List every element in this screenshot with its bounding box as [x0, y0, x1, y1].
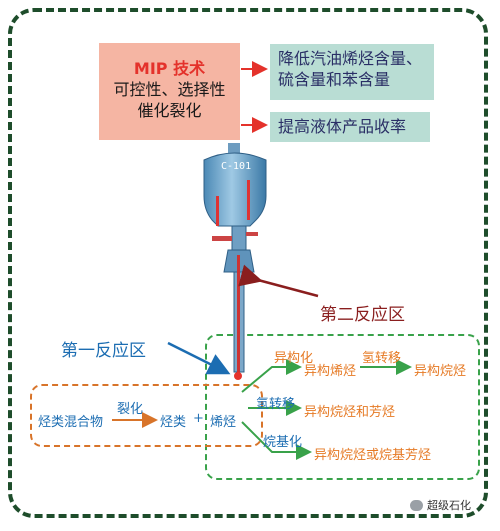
- cracking-label: 裂化: [117, 402, 144, 417]
- isomerization-label: 异构化: [274, 351, 314, 366]
- effect-reduce-text: 降低汽油烯烃含量、硫含量和苯含量: [278, 49, 423, 89]
- first-reaction-zone-label: 第一反应区: [61, 341, 146, 361]
- iso-alkanes-label: 异构烷烃: [414, 364, 467, 379]
- olefins-label: 烯烃: [210, 415, 237, 430]
- feed-label: 烃类混合物: [38, 415, 104, 430]
- mip-line-fcc: 催化裂化: [137, 101, 202, 120]
- second-reaction-zone-label: 第二反应区: [320, 305, 405, 325]
- h-transfer-label-2: 氢转移: [256, 397, 296, 412]
- reactor-vessel: [203, 143, 267, 373]
- chat-bubble-icon: [410, 499, 423, 511]
- mip-title: MIP 技术: [133, 59, 206, 78]
- arrow-second-zone: [238, 264, 319, 298]
- watermark-text: 超级石化: [427, 499, 471, 512]
- effect-yield-text: 提高液体产品收率: [278, 117, 407, 136]
- first-zone-dashed-box: [30, 384, 263, 447]
- effect-box-reduce: 降低汽油烯烃含量、硫含量和苯含量: [270, 44, 434, 100]
- second-zone-dashed-box: [205, 334, 480, 480]
- iso-olefins-label: 异构烯烃: [304, 364, 357, 379]
- mip-technology-box: MIP 技术 可控性、选择性 催化裂化: [99, 43, 240, 140]
- arrow-first-zone: [167, 341, 231, 375]
- outer-dashed-frame: [8, 8, 488, 518]
- arrow-alkylation: [241, 421, 312, 460]
- reactor-tag: C-101: [221, 161, 251, 172]
- hydrocarbons-label: 烃类: [160, 415, 187, 430]
- plus-sign: +: [193, 411, 204, 426]
- alkylation-label: 烷基化: [263, 435, 303, 450]
- watermark: 超级石化: [410, 497, 471, 513]
- effect-box-yield: 提高液体产品收率: [270, 112, 430, 142]
- iso-or-alkyl-aromatics-label: 异构烷烃或烷基芳烃: [314, 448, 432, 463]
- reaction-node: [234, 372, 242, 380]
- arrow-isomerization: [241, 359, 302, 393]
- h-transfer-label-1: 氢转移: [362, 351, 402, 366]
- mip-line-controllable: 可控性、选择性: [113, 80, 226, 99]
- iso-alkanes-aromatics-label: 异构烷烃和芳烃: [304, 405, 396, 420]
